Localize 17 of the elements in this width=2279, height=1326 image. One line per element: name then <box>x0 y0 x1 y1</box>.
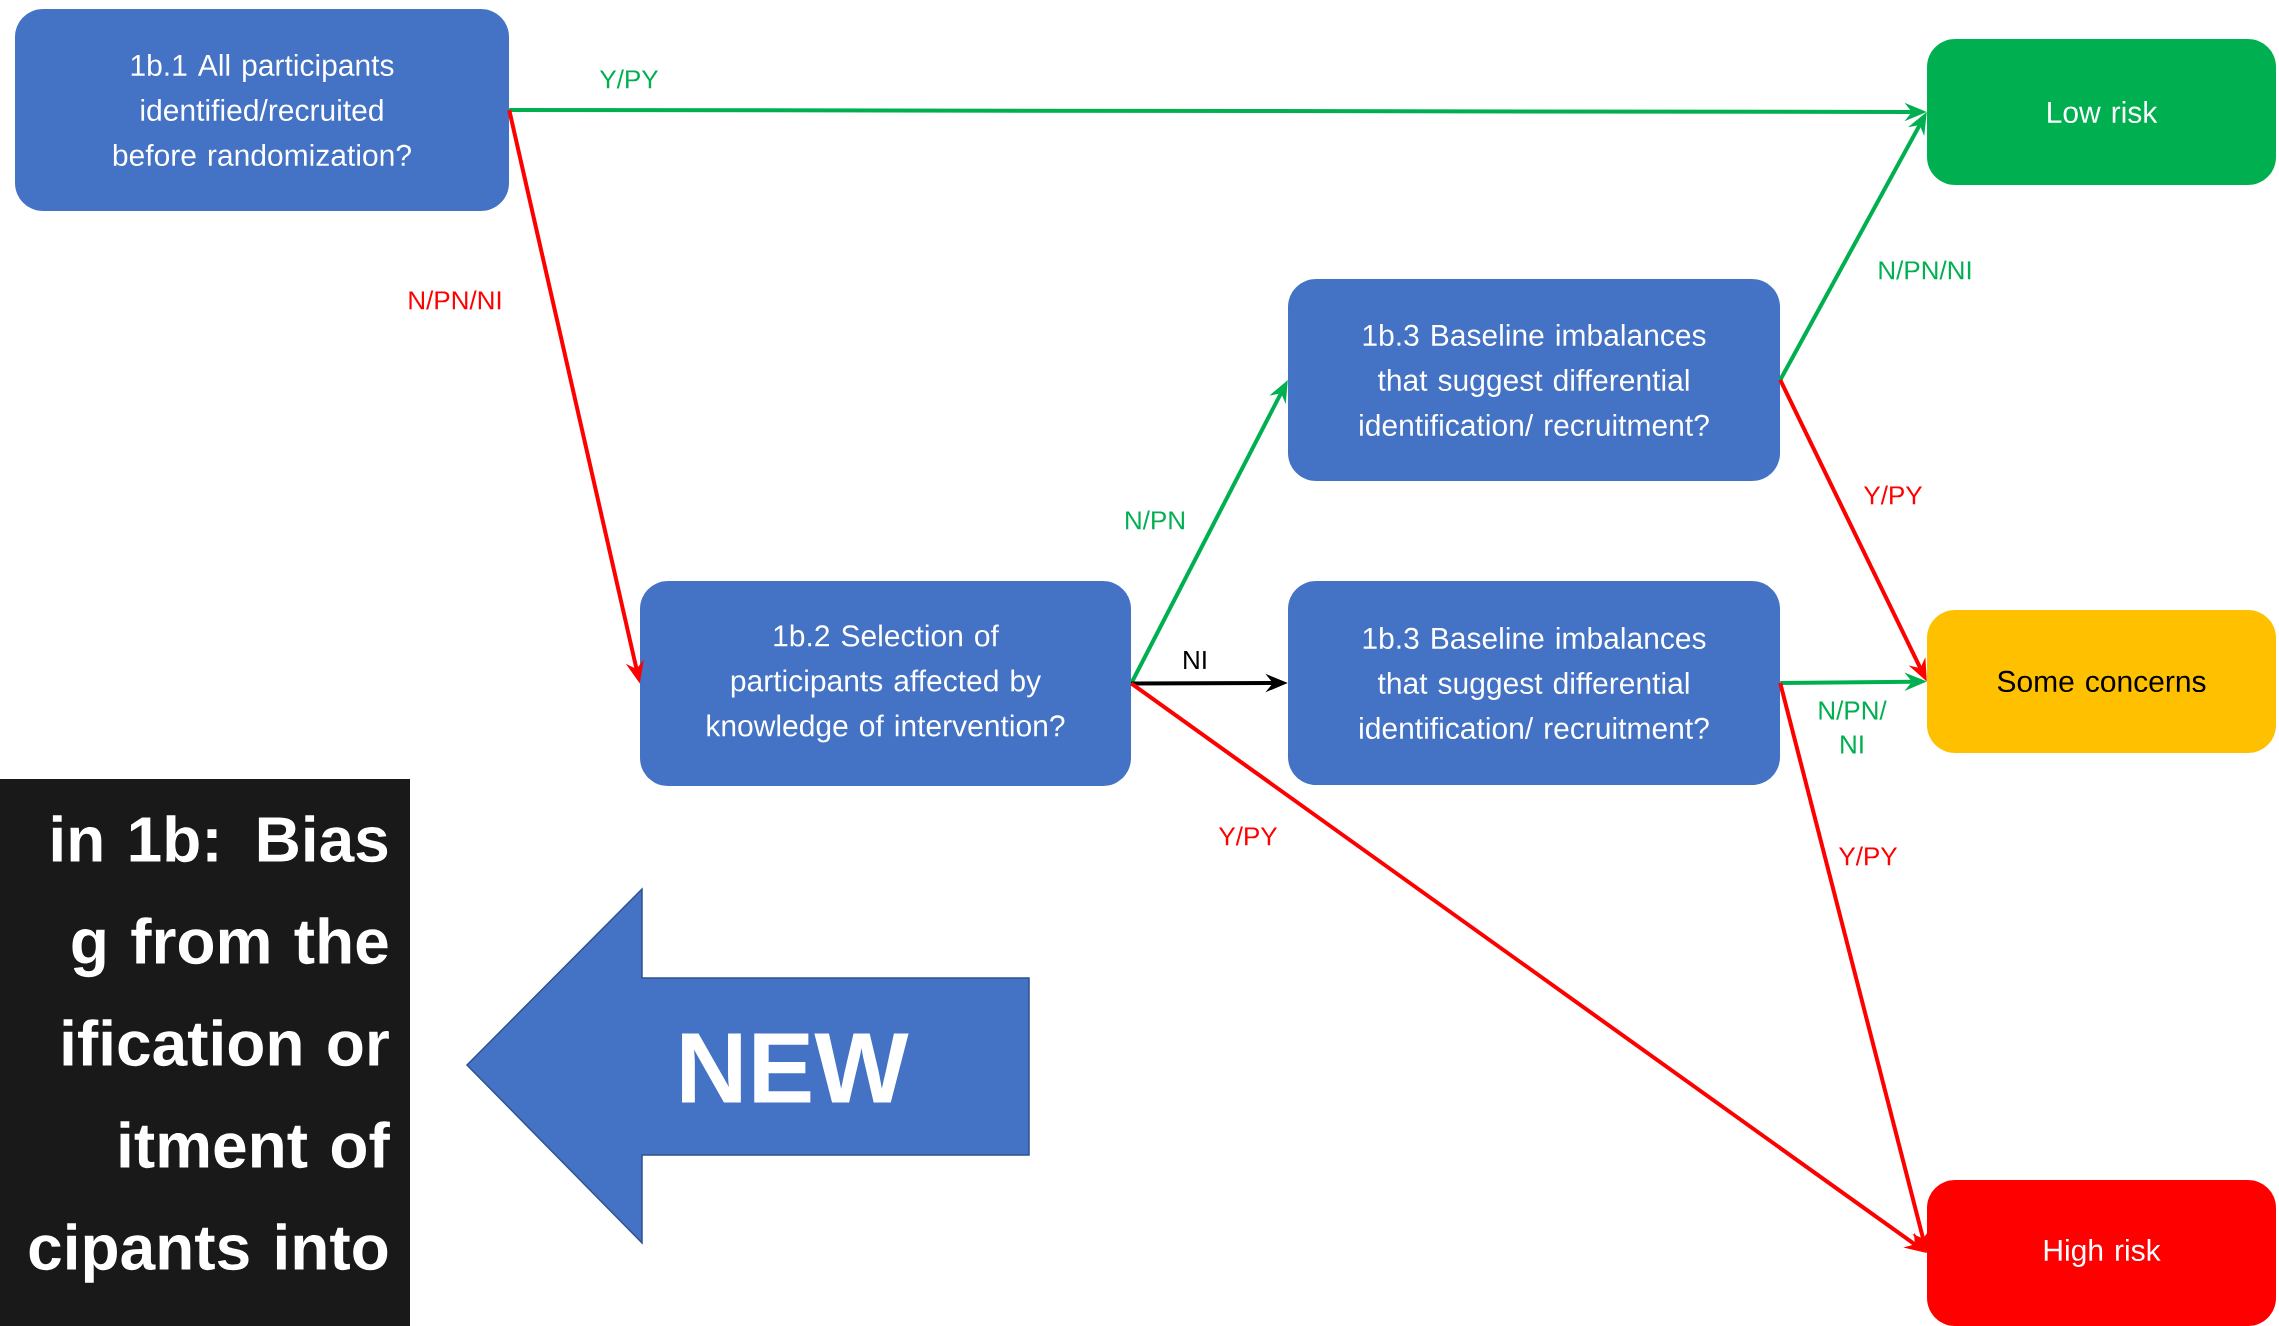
edge-label: N/PN/ NI <box>1811 698 1893 756</box>
question-box: 1b.1 All participants identified/recruited before randomization? <box>15 9 509 211</box>
outcome-box: Some concerns <box>1927 610 2276 753</box>
title-panel: in 1b: Bias g from the ification or itment of cipants into <box>0 779 410 1326</box>
edge-label: Y/PY <box>1836 844 1900 868</box>
edge-label: Y/PY <box>1216 824 1280 848</box>
edge-label: NI <box>1180 649 1210 671</box>
edge-label: N/PN/NI <box>405 288 505 312</box>
edge-label: N/PN/NI <box>1875 258 1975 282</box>
question-box: 1b.3 Baseline imbalances that suggest differential identification/ recruitment? <box>1288 279 1780 481</box>
question-box: 1b.3 Baseline imbalances that suggest differential identification/ recruitment? <box>1288 581 1780 785</box>
outcome-box: Low risk <box>1927 39 2276 185</box>
question-box: 1b.2 Selection of participants affected by knowledge of intervention? <box>640 581 1131 786</box>
outcome-box: High risk <box>1927 1180 2276 1326</box>
edge-label: Y/PY <box>597 67 661 91</box>
edge-label: N/PN <box>1121 508 1189 532</box>
edge-label: Y/PY <box>1861 483 1925 507</box>
